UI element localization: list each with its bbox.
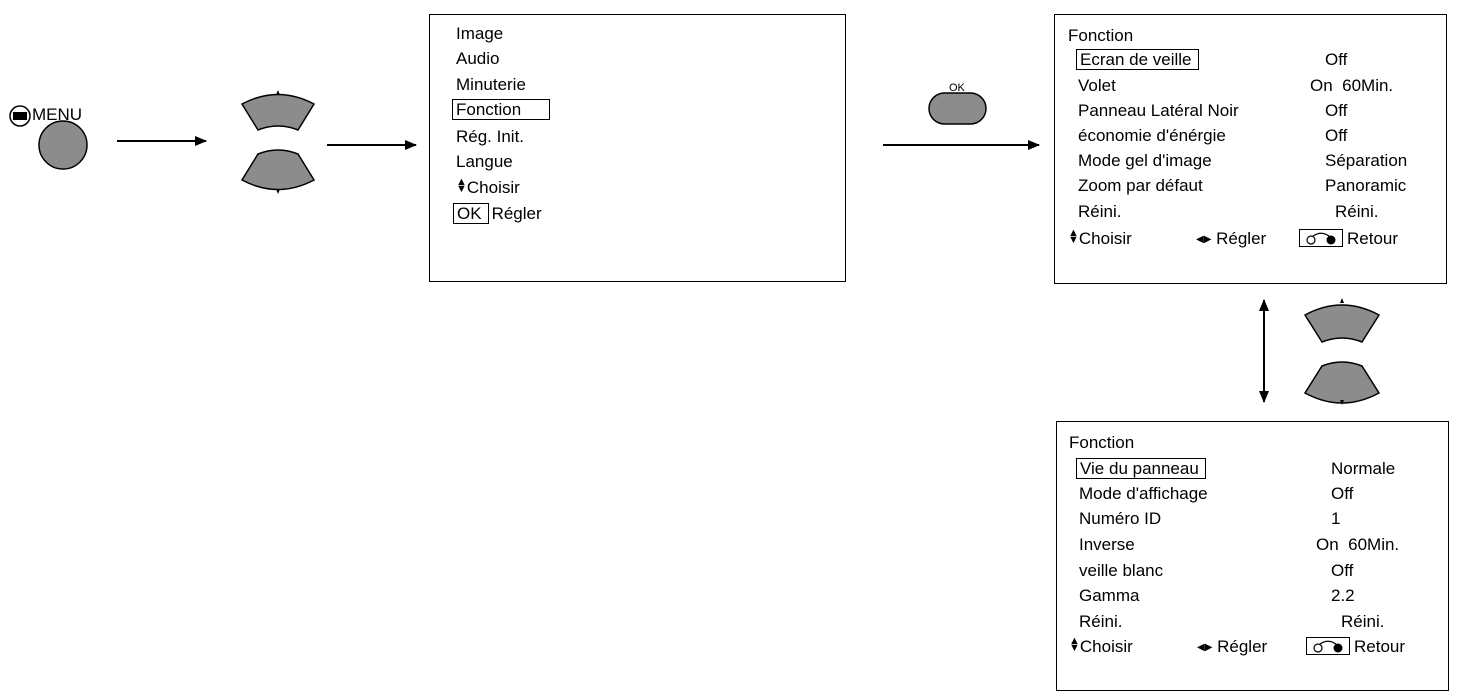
up-triangle-icon [276, 90, 280, 95]
row-label-inverse[interactable]: Inverse [1079, 535, 1135, 554]
fonction-panel-2 [1056, 421, 1449, 691]
hint-choose: ▲▼Choisir [1069, 635, 1133, 657]
menu-item-audio[interactable]: Audio [456, 49, 500, 68]
hint-choose-label: Choisir [1079, 637, 1133, 656]
row-value-mode-affichage[interactable]: Off [1331, 484, 1354, 503]
row-label-reini[interactable]: Réini. [1079, 612, 1123, 631]
row-value-ecran-de-veille[interactable]: Off [1325, 50, 1348, 69]
menu-label: MENU [32, 105, 83, 124]
menu-button[interactable] [38, 120, 88, 170]
row-label-veille-blanc[interactable]: veille blanc [1079, 561, 1164, 580]
up-cursor-button-2[interactable] [1303, 304, 1381, 343]
left-right-icon: ◀▶ [1196, 234, 1212, 245]
row-value-reini[interactable]: Réini. [1341, 612, 1385, 631]
hint-choose-label: Choisir [1078, 229, 1132, 248]
ok-label: OK [949, 82, 965, 94]
menu-item-image[interactable]: Image [456, 24, 504, 43]
ok-button[interactable] [928, 92, 987, 125]
row-value-numero-id[interactable]: 1 [1331, 509, 1341, 528]
up-down-icon: ▲▼ [1068, 227, 1079, 246]
menu-item-langue[interactable]: Langue [456, 152, 513, 171]
row-label-reini[interactable]: Réini. [1078, 202, 1122, 221]
row-label-numero-id[interactable]: Numéro ID [1079, 509, 1162, 528]
left-right-icon: ◀▶ [1197, 642, 1213, 653]
menu-icon [9, 105, 31, 127]
panel-title: Fonction [1069, 433, 1135, 452]
fonction-panel-1 [1054, 14, 1447, 284]
row-value-zoom-par-defaut[interactable]: Panoramic [1325, 176, 1407, 195]
menu-item-fonction[interactable]: Fonction [451, 99, 551, 120]
hint-return: Retour [1306, 637, 1405, 657]
return-key-icon [1299, 229, 1343, 247]
up-down-icon: ▲▼ [456, 176, 467, 195]
row-label-ecran-de-veille[interactable]: Ecran de veille [1076, 49, 1199, 70]
panel-title: Fonction [1068, 26, 1134, 45]
row-value-mode-gel-image[interactable]: Séparation [1325, 151, 1408, 170]
menu-item-reg-init[interactable]: Rég. Init. [456, 127, 525, 146]
down-cursor-button-1[interactable] [240, 149, 316, 191]
down-triangle-icon [1340, 400, 1344, 405]
row-value-gamma[interactable]: 2.2 [1331, 586, 1355, 605]
hint-return-label: Retour [1347, 229, 1399, 248]
down-cursor-button-2[interactable] [1303, 361, 1381, 404]
row-value-veille-blanc[interactable]: Off [1331, 561, 1354, 580]
return-key-icon [1306, 637, 1350, 655]
row-label-vie-du-panneau[interactable]: Vie du panneau [1076, 458, 1206, 479]
row-label-volet[interactable]: Volet [1078, 76, 1116, 95]
row-label-mode-affichage[interactable]: Mode d'affichage [1079, 484, 1208, 503]
row-value-panneau-lateral-noir[interactable]: Off [1325, 101, 1348, 120]
hint-choose: ▲▼Choisir [1068, 227, 1132, 249]
hint-set-label: Régler [1217, 637, 1268, 656]
hint-set-label: Régler [1216, 229, 1267, 248]
up-triangle-icon [1340, 298, 1344, 303]
row-label-mode-gel-image[interactable]: Mode gel d'image [1078, 151, 1212, 170]
hint-choose: ▲▼Choisir [456, 176, 520, 198]
hint-return-label: Retour [1354, 637, 1406, 656]
down-triangle-icon [276, 189, 280, 194]
row-value-economie-energie[interactable]: Off [1325, 126, 1348, 145]
up-down-icon: ▲▼ [1069, 635, 1080, 654]
row-label-panneau-lateral-noir[interactable]: Panneau Latéral Noir [1078, 101, 1239, 120]
hint-set-label: Régler [491, 204, 542, 223]
menu-item-minuterie[interactable]: Minuterie [456, 75, 526, 94]
up-cursor-button-1[interactable] [240, 93, 316, 131]
row-label-economie-energie[interactable]: économie d'énérgie [1078, 126, 1226, 145]
hint-choose-label: Choisir [466, 178, 520, 197]
row-value-inverse[interactable]: On 60Min. [1316, 535, 1400, 554]
row-value-vie-du-panneau[interactable]: Normale [1331, 459, 1396, 478]
hint-set: ◀▶ Régler [1196, 229, 1266, 250]
menu-item-fonction-selected[interactable]: Fonction [451, 99, 551, 120]
hint-return: Retour [1299, 229, 1398, 249]
ok-key-icon: OK [453, 203, 489, 224]
main-menu-panel [429, 14, 846, 282]
row-label-gamma[interactable]: Gamma [1079, 586, 1140, 605]
row-value-reini[interactable]: Réini. [1335, 202, 1379, 221]
row-value-volet[interactable]: On 60Min. [1310, 76, 1394, 95]
hint-set: ◀▶ Régler [1197, 637, 1267, 658]
row-vie-du-panneau-selected[interactable]: Vie du panneau [1076, 458, 1206, 479]
row-ecran-de-veille-selected[interactable]: Ecran de veille [1076, 49, 1199, 70]
row-label-zoom-par-defaut[interactable]: Zoom par défaut [1078, 176, 1203, 195]
